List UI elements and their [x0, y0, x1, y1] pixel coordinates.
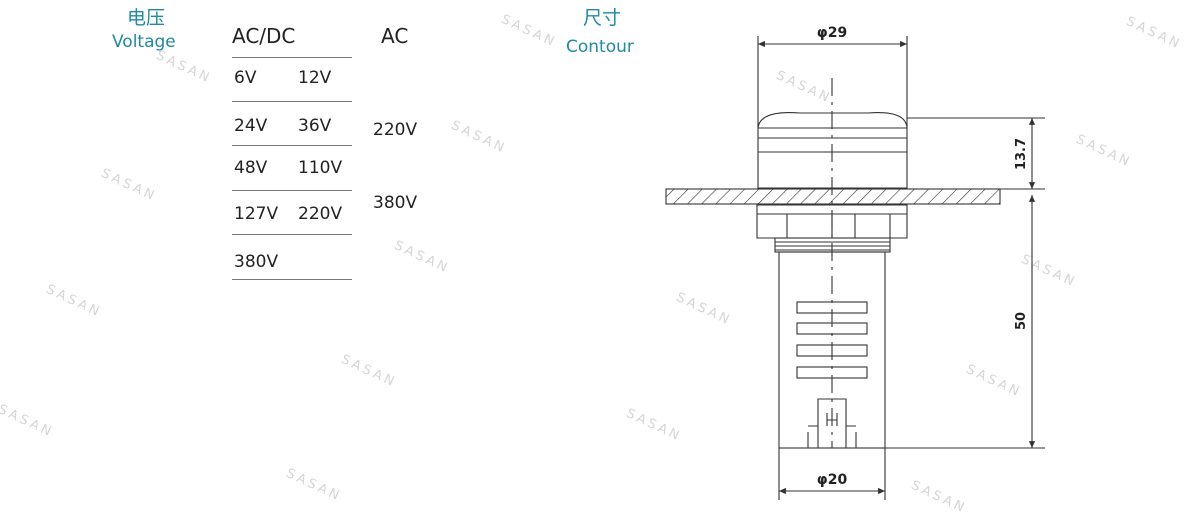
panel-plate	[665, 188, 1001, 205]
table-rule	[232, 190, 352, 191]
dim-label-body: 50	[1014, 312, 1029, 330]
column-header-acdc: AC/DC	[232, 24, 296, 48]
lamp-terminal	[817, 398, 847, 449]
contour-title-en: Contour	[566, 37, 634, 57]
voltage-cell: 6V	[234, 68, 257, 88]
column-header-ac: AC	[381, 24, 409, 48]
voltage-cell: 110V	[298, 158, 343, 178]
table-rule	[232, 57, 352, 58]
dim-label-cap: 13.7	[1014, 138, 1029, 170]
voltage-cell: 24V	[234, 116, 268, 136]
table-rule	[232, 279, 352, 280]
dim-label-bottom: φ20	[817, 472, 848, 488]
ac-voltage-cell: 380V	[373, 193, 418, 213]
contour-title-cn: 尺寸	[583, 7, 622, 29]
voltage-cell: 380V	[234, 252, 279, 272]
voltage-cell: 220V	[298, 204, 343, 224]
voltage-cell: 127V	[234, 204, 279, 224]
dim-label-top: φ29	[817, 25, 847, 41]
table-rule	[232, 145, 352, 146]
table-rule	[232, 234, 352, 235]
voltage-cell: 48V	[234, 158, 268, 178]
lamp-nut	[756, 204, 908, 239]
voltage-cell: 12V	[298, 68, 332, 88]
ac-voltage-cell: 220V	[373, 120, 418, 140]
table-rule	[232, 101, 352, 102]
voltage-title-cn: 电压	[127, 7, 166, 29]
voltage-title-en: Voltage	[112, 32, 176, 52]
voltage-cell: 36V	[298, 116, 332, 136]
